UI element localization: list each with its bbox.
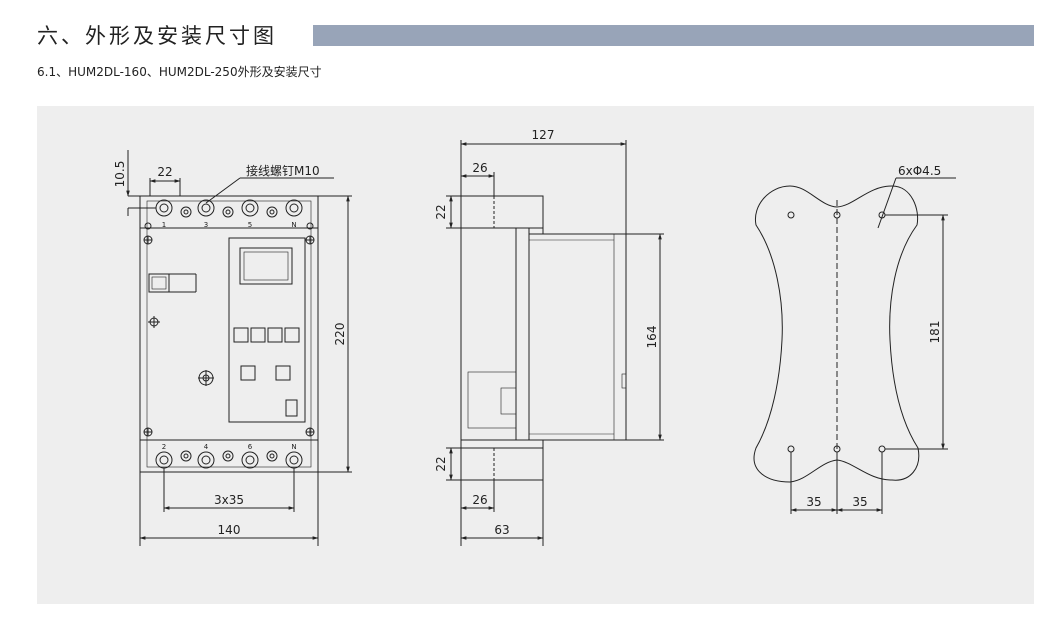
svg-text:2: 2 [162, 443, 166, 451]
terminal-numbers: 1 3 5 N 2 4 6 N [162, 221, 297, 451]
dim-63-label: 63 [494, 523, 509, 537]
lcd-screen [239, 247, 293, 285]
front-display-panel [228, 237, 306, 423]
dim-35-left-label: 35 [806, 495, 821, 509]
svg-text:3: 3 [204, 221, 208, 229]
dim-26-top-label: 26 [472, 161, 487, 175]
svg-text:5: 5 [248, 221, 252, 229]
title-bar [313, 25, 1034, 46]
dim-22-top-label: 22 [434, 204, 448, 219]
front-body-outline [139, 195, 319, 473]
dim-140-label: 140 [218, 523, 241, 537]
svg-text:N: N [291, 443, 296, 451]
svg-text:1: 1 [162, 221, 166, 229]
svg-text:4: 4 [204, 443, 209, 451]
page-subtitle: 6.1、HUM2DL-160、HUM2DL-250外形及安装尺寸 [37, 65, 322, 79]
dim-35-right-label: 35 [852, 495, 867, 509]
corner-screws [143, 222, 315, 437]
mounting-template [753, 177, 956, 514]
bottom-terminals [155, 450, 303, 469]
hole-spec-label: 6xΦ4.5 [898, 164, 941, 178]
dim-22-bottom-label: 22 [434, 456, 448, 471]
dim-10-5-label: 10.5 [113, 161, 127, 188]
side-view [446, 140, 664, 546]
dim-3x35-label: 3x35 [214, 493, 244, 507]
dim-164-label: 164 [645, 326, 659, 349]
screw-label: 接线螺钉M10 [246, 163, 320, 178]
top-terminals [155, 199, 303, 218]
dim-127-label: 127 [532, 128, 555, 142]
dim-220-label: 220 [333, 323, 347, 346]
mounting-template-outline [753, 185, 920, 483]
front-view [126, 150, 352, 546]
svg-text:N: N [291, 221, 296, 229]
dim-22-pitch-label: 22 [157, 165, 172, 179]
dim-181-label: 181 [928, 321, 942, 344]
drawing-panel [37, 106, 1034, 604]
page-title: 六、外形及安装尺寸图 [37, 24, 277, 48]
dim-26-bottom-label: 26 [472, 493, 487, 507]
svg-text:6: 6 [248, 443, 253, 451]
